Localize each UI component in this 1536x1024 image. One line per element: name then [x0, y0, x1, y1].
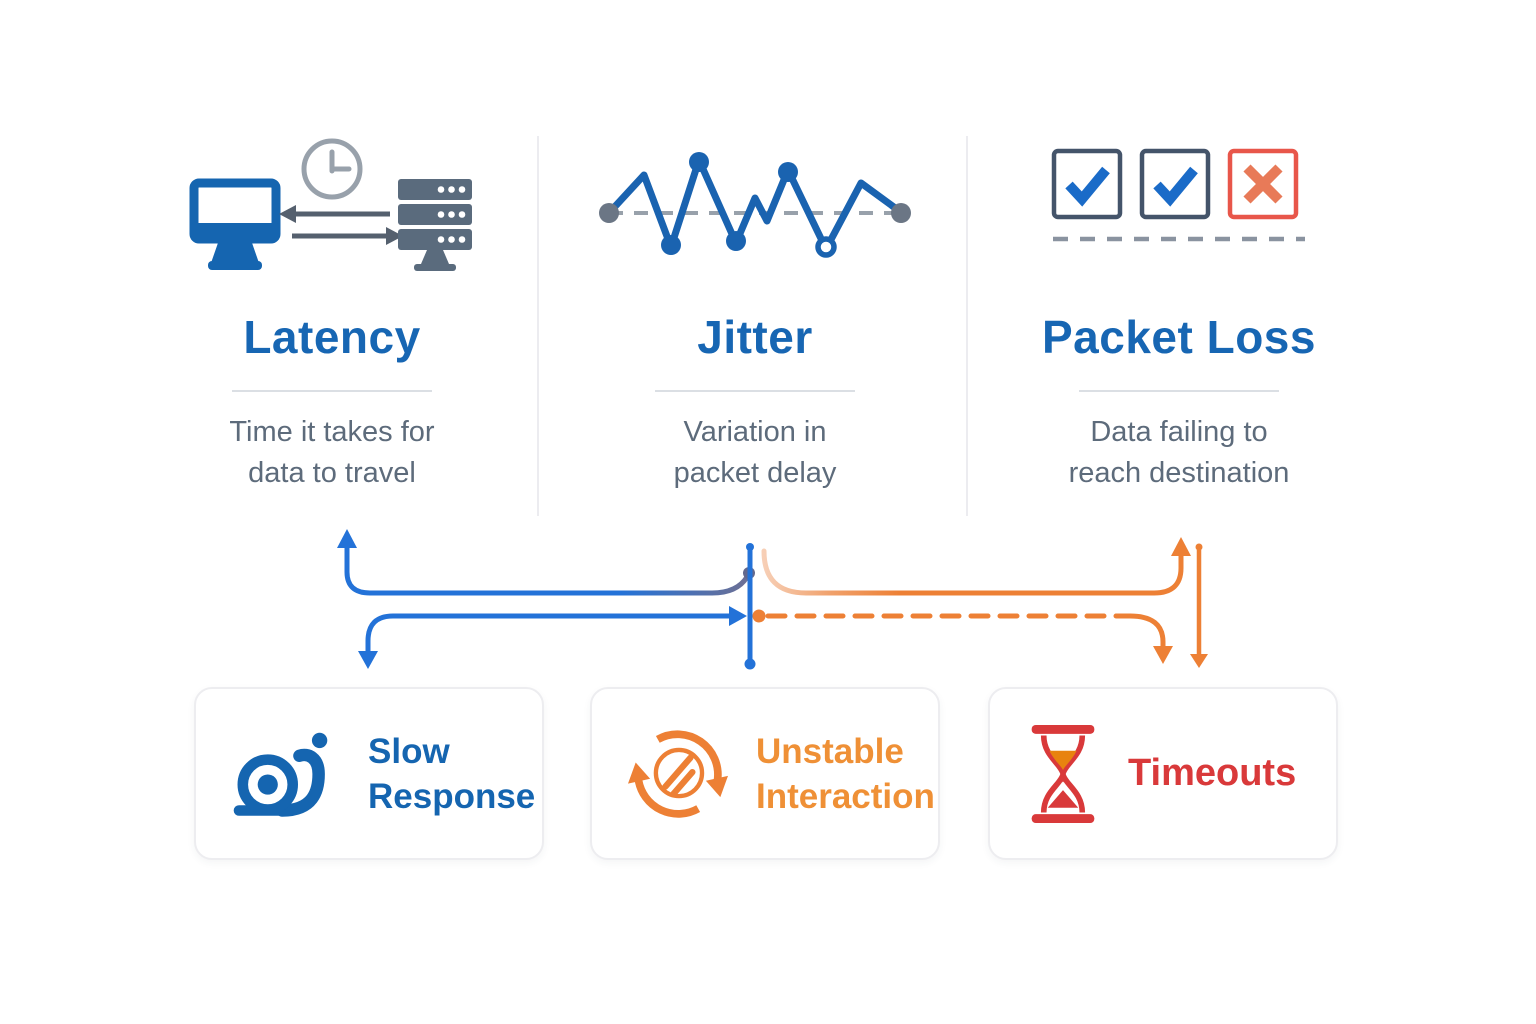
column-title: Packet Loss — [1042, 311, 1316, 363]
description-line: data to travel — [248, 457, 416, 489]
effect-label-line: Interaction — [756, 776, 935, 816]
column-title: Latency — [243, 311, 421, 363]
effect-label: Unstable Interaction — [756, 729, 935, 819]
effect-label-line: Slow — [368, 731, 450, 771]
column-packet-loss: Packet Loss Data failing to reach destin… — [968, 132, 1390, 494]
packet-checkboxes-icon — [1050, 132, 1308, 294]
timeouts-down-arrowhead — [1153, 646, 1173, 664]
column-description: Variation in packet delay — [674, 412, 837, 494]
effect-label-line: Timeouts — [1128, 752, 1297, 794]
column-description: Data failing to reach destination — [1069, 412, 1290, 494]
description-line: Time it takes for — [229, 416, 435, 448]
description-line: packet delay — [673, 457, 837, 489]
latency-up-connector — [344, 543, 750, 596]
description-line: reach destination — [1068, 457, 1290, 489]
title-underline — [655, 390, 855, 392]
column-divider — [537, 136, 539, 516]
effect-card-unstable-interaction: Unstable Interaction — [590, 687, 940, 860]
effect-card-timeouts: Timeouts — [988, 687, 1338, 860]
effect-label-line: Response — [368, 776, 536, 816]
slow-response-down-connector — [365, 613, 735, 660]
column-latency: Latency Time it takes for data to travel — [122, 132, 542, 494]
title-underline — [1079, 390, 1279, 392]
latency-up-arrowhead — [337, 529, 357, 548]
column-title: Jitter — [697, 311, 813, 363]
sync-arrows-icon — [628, 724, 728, 824]
dashed-start-dot — [752, 609, 766, 623]
snail-icon — [232, 726, 340, 822]
effect-card-slow-response: Slow Response — [194, 687, 544, 860]
computer-clock-server-icon — [182, 132, 482, 294]
column-jitter: Jitter Variation in packet delay — [546, 132, 964, 494]
effect-label: Slow Response — [368, 729, 535, 819]
packet-loss-up-connector — [761, 548, 1184, 596]
effect-label: Timeouts — [1128, 751, 1296, 796]
title-underline — [232, 390, 432, 392]
description-line: Variation in — [683, 416, 827, 448]
column-divider — [966, 136, 968, 516]
packet-loss-up-arrowhead — [1171, 537, 1191, 556]
slow-response-down-arrowhead — [358, 651, 378, 669]
jitter-waveform-icon — [599, 132, 911, 294]
hourglass-icon — [1026, 724, 1100, 823]
effect-label-line: Unstable — [756, 731, 904, 771]
jitter-right-arrowhead — [729, 606, 747, 626]
junction-dot — [743, 567, 755, 579]
description-line: Data failing to — [1090, 416, 1268, 448]
column-description: Time it takes for data to travel — [229, 412, 434, 494]
